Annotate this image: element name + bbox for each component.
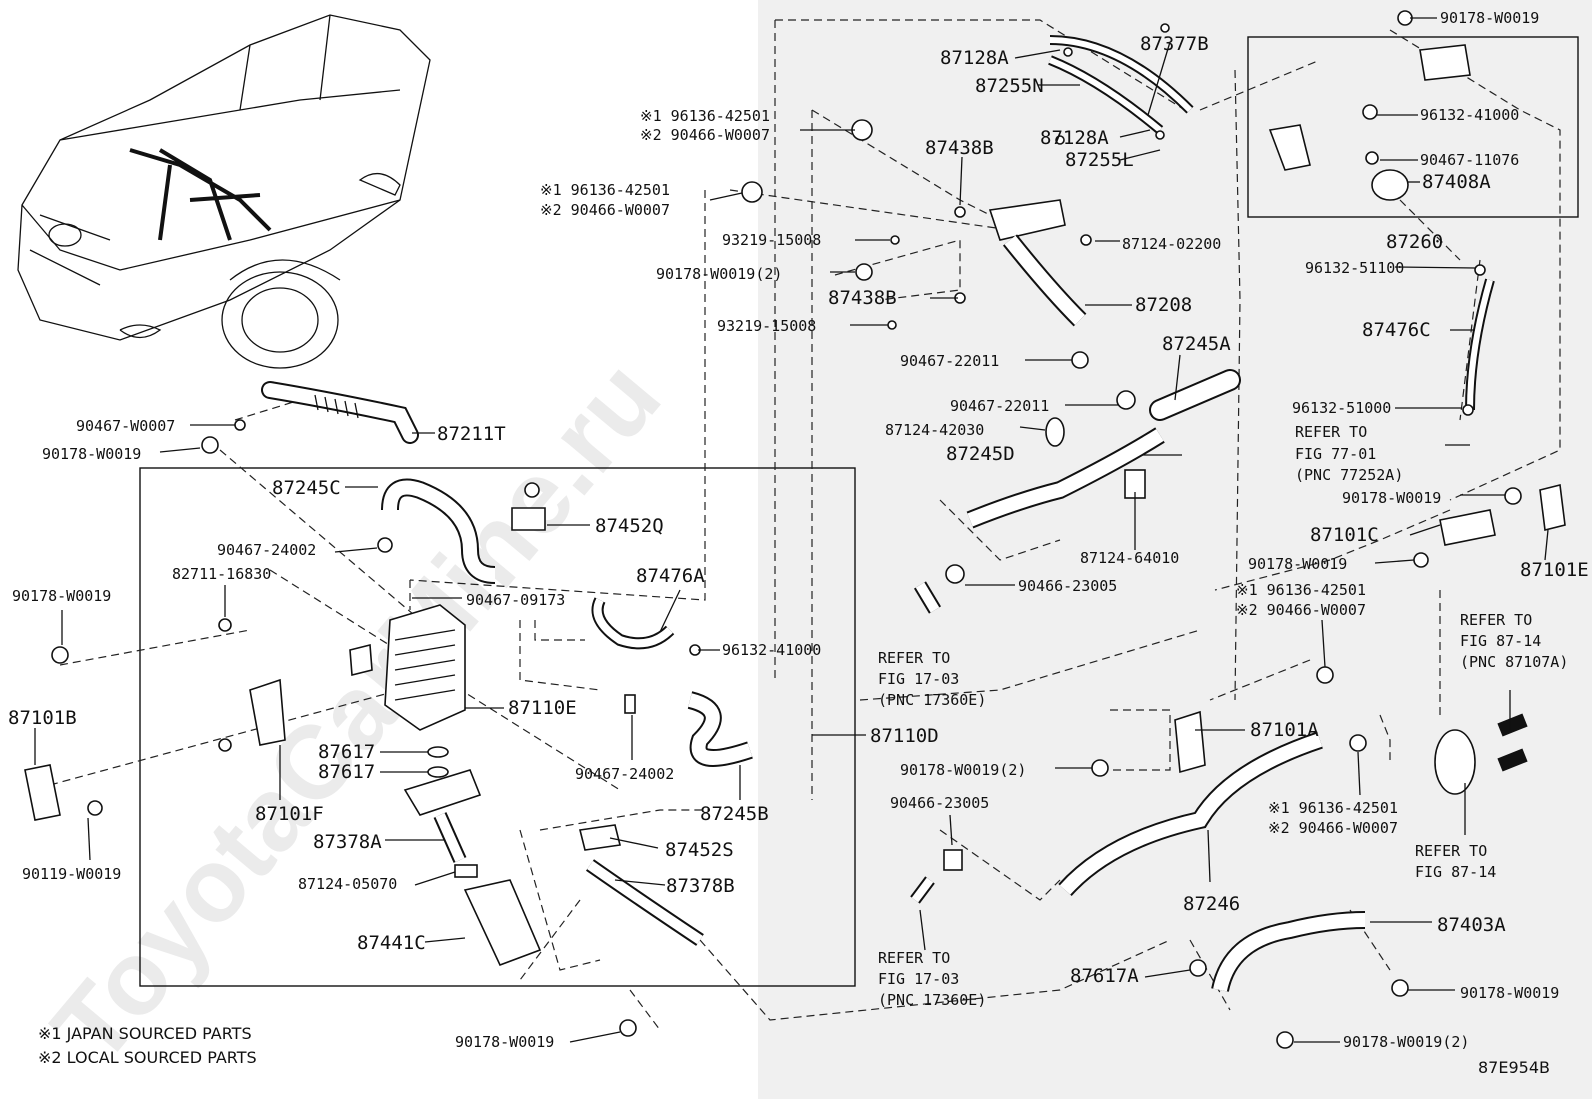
part-label-87441c: 87441C [357,932,426,954]
part-label-87452q: 87452Q [595,515,664,537]
footnote-local-sourced: ※2 LOCAL SOURCED PARTS [38,1048,257,1067]
part-label-87101a: 87101A [1250,719,1319,741]
part-label-87378b: 87378B [666,875,735,897]
part-label-87452s: 87452S [665,839,734,861]
part-label-87245c: 87245C [272,477,341,499]
footnote-japan-sourced: ※1 JAPAN SOURCED PARTS [38,1024,252,1043]
part-label-87208: 87208 [1135,294,1193,316]
part-label-87101c: 87101C [1310,524,1379,546]
part-label-87110e: 87110E [508,697,577,719]
part-label-96136-42501-4: ※1 96136-42501 [1268,799,1398,817]
part-label-90178-w0019-2x: 90178-W0019(2) [656,265,783,283]
part-label-90467-w0007: 90467-W0007 [76,417,176,435]
refer-to-label-3: REFER TO [878,649,951,667]
refer-fig-17-03-2: FIG 17-03 [878,970,960,988]
shaded-region [758,0,1592,1099]
part-label-87128a: 87128A [940,47,1009,69]
part-label-87377b: 87377B [1140,33,1209,55]
part-label-87408a: 87408A [1422,171,1491,193]
part-label-90466-w0007-2: ※2 90466-W0007 [540,201,670,219]
car-illustration [17,14,431,369]
refer-fig-87-14: FIG 87-14 [1460,632,1542,650]
part-label-90178-w0019-5: 90178-W0019 [1248,555,1348,573]
part-label-90466-23005-2: 90466-23005 [890,794,990,812]
part-label-90119-w0019: 90119-W0019 [22,865,122,883]
part-label-87124-42030: 87124-42030 [885,421,985,439]
refer-to-label-5: REFER TO [878,949,951,967]
part-label-82711-16830: 82711-16830 [172,565,272,583]
part-label-90466-23005: 90466-23005 [1018,577,1118,595]
leader-lines [34,17,1549,1043]
part-label-96132-51000: 96132-51000 [1292,399,1392,417]
refer-fig-77-01: FIG 77-01 [1295,445,1377,463]
part-label-93219-15008-2: 93219-15008 [717,317,817,335]
part-label-87245d: 87245D [946,443,1015,465]
refer-fig-17-03: FIG 17-03 [878,670,960,688]
part-label-87110d: 87110D [870,725,939,747]
subassembly-frame [1247,36,1579,218]
part-label-87476a: 87476A [636,565,705,587]
part-label-87124-02200: 87124-02200 [1122,235,1222,253]
part-label-87476c: 87476C [1362,319,1431,341]
part-label-90178-w0019-3: 90178-W0019 [42,445,142,463]
part-label-87617a: 87617A [1070,965,1139,987]
part-label-90178-w0019-6: 90178-W0019 [12,587,112,605]
part-label-90466-w0007-4: ※2 90466-W0007 [1268,819,1398,837]
refer-to-label-2: REFER TO [1460,611,1533,629]
part-label-87211t: 87211T [437,423,506,445]
part-label-87378a: 87378A [313,831,382,853]
part-label-96132-51100: 96132-51100 [1305,259,1405,277]
part-label-90467-11076: 90467-11076 [1420,151,1520,169]
part-label-90178-w0019-7: 90178-W0019 [1460,984,1560,1002]
part-shapes [24,10,1566,1049]
part-label-90178-w0019-2x-3: 90178-W0019(2) [1343,1033,1470,1051]
part-label-87245b: 87245B [700,803,769,825]
part-label-90178-w0019-2x-2: 90178-W0019(2) [900,761,1027,779]
part-label-96132-41000: 96132-41000 [1420,106,1520,124]
refer-to-label: REFER TO [1295,423,1368,441]
part-label-87438b: 87438B [925,137,994,159]
part-label-90178-w0019: 90178-W0019 [1440,9,1540,27]
part-label-90466-w0007: ※2 90466-W0007 [640,126,770,144]
assembly-frame [139,467,856,987]
part-label-87245a: 87245A [1162,333,1231,355]
part-label-87124-05070: 87124-05070 [298,875,398,893]
part-label-96136-42501: ※1 96136-42501 [640,107,770,125]
part-label-87438b-2: 87438B [828,287,897,309]
part-label-90467-09173: 90467-09173 [466,591,566,609]
part-label-90178-w0019-4: 90178-W0019 [1342,489,1442,507]
part-label-90467-22011-2: 90467-22011 [950,397,1050,415]
refer-pnc-87107a: (PNC 87107A) [1460,653,1569,671]
part-label-90467-22011: 90467-22011 [900,352,1000,370]
part-label-87255l: 87255L [1065,149,1134,171]
part-label-96132-41000-2: 96132-41000 [722,641,822,659]
part-label-93219-15008: 93219-15008 [722,231,822,249]
part-label-96136-42501-3: ※1 96136-42501 [1236,581,1366,599]
refer-fig-87-14-2: FIG 87-14 [1415,863,1497,881]
part-label-87617-2: 87617 [318,761,376,783]
diagram-code: 87E954B [1478,1058,1550,1077]
part-label-90467-24002-2: 90467-24002 [575,765,675,783]
part-label-96136-42501-2: ※1 96136-42501 [540,181,670,199]
refer-pnc-17360e: (PNC 17360E) [878,691,987,709]
part-label-87255n: 87255N [975,75,1044,97]
part-label-90178-w0019-8: 90178-W0019 [455,1033,555,1051]
refer-pnc-77252a: (PNC 77252A) [1295,466,1404,484]
part-label-90466-w0007-3: ※2 90466-W0007 [1236,601,1366,619]
refer-pnc-17360e-2: (PNC 17360E) [878,991,987,1009]
part-label-87101f: 87101F [255,803,324,825]
part-label-87124-64010: 87124-64010 [1080,549,1180,567]
part-label-87128a-2: 87128A [1040,127,1109,149]
part-label-87260: 87260 [1386,231,1444,253]
part-label-87101e: 87101E [1520,559,1589,581]
part-label-87617: 87617 [318,741,376,763]
part-label-87101b: 87101B [8,707,77,729]
part-label-87246: 87246 [1183,893,1241,915]
refer-to-label-4: REFER TO [1415,842,1488,860]
part-label-87403a: 87403A [1437,914,1506,936]
part-label-90467-24002: 90467-24002 [217,541,317,559]
